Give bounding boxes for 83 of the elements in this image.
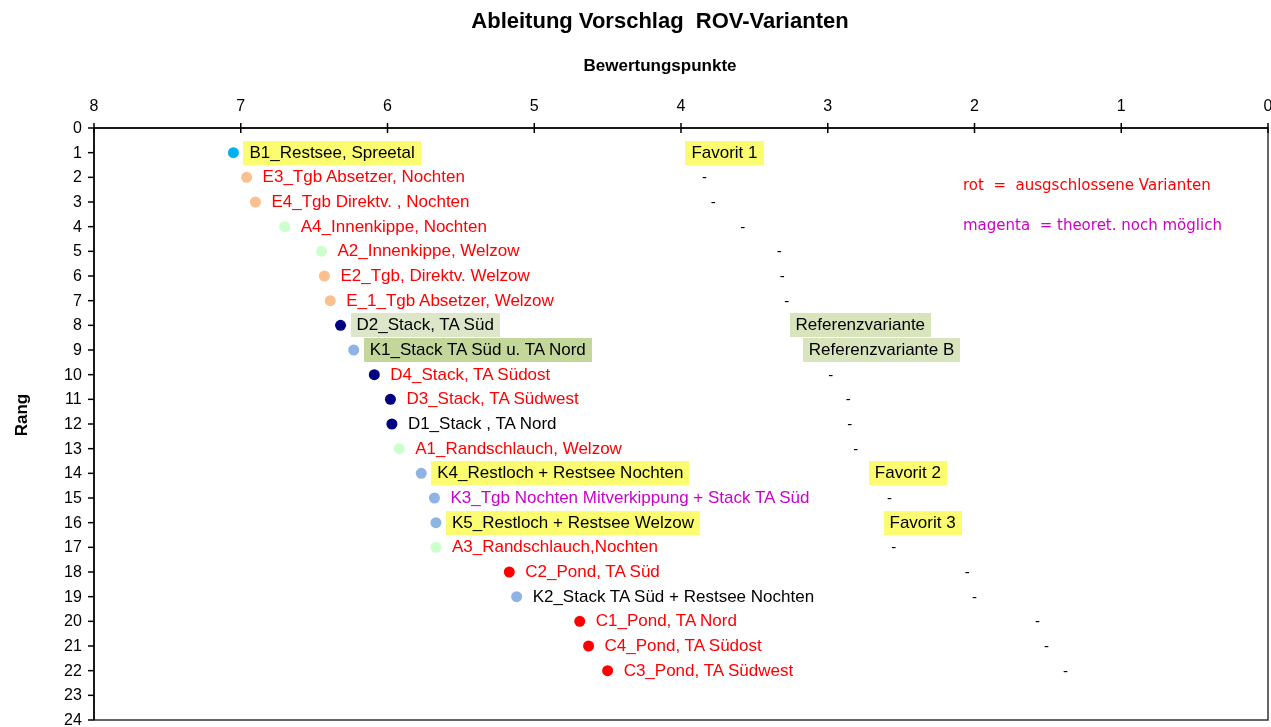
- x-axis-title: Bewertungspunkte: [583, 56, 737, 76]
- point-label: D3_Stack, TA Südwest: [405, 388, 580, 411]
- dash-label: -: [740, 217, 746, 236]
- point-label: D4_Stack, TA Südost: [389, 363, 552, 386]
- tick-label: 11: [65, 390, 82, 409]
- tick-label: 8: [73, 316, 82, 335]
- note-label: Favorit 1: [685, 140, 764, 165]
- point-label: A1_Randschlauch, Welzow: [414, 437, 623, 460]
- note-label: Referenzvariante B: [802, 338, 961, 362]
- tick-label: 22: [64, 661, 82, 680]
- dash-label: -: [1035, 612, 1041, 631]
- point-label: A4_Innenkippe, Nochten: [299, 215, 488, 238]
- tick-label: 12: [64, 415, 82, 433]
- tick-label: 8: [89, 97, 99, 115]
- y-axis-title: Rang: [11, 393, 32, 437]
- tick-label: 4: [676, 97, 686, 115]
- dash-label: -: [1063, 661, 1068, 680]
- chart-title: Ableitung Vorschlag ROV-Varianten: [470, 8, 850, 34]
- tick-label: 15: [64, 489, 82, 507]
- tick-label: 17: [64, 538, 82, 557]
- point-label: K4_Restloch + Restsee Nochten: [431, 461, 690, 486]
- dash-label: -: [710, 193, 716, 211]
- dash-label: -: [964, 563, 970, 581]
- tick-label: 21: [64, 637, 82, 655]
- tick-label: 0: [1263, 97, 1271, 115]
- dash-label: -: [847, 415, 853, 433]
- tick-label: 10: [64, 365, 82, 384]
- point-label: K3_Tgb Nochten Mitverkippung + Stack TA Süd: [449, 487, 811, 509]
- tick-label: 18: [64, 563, 82, 581]
- note-label: Referenzvariante: [789, 313, 932, 338]
- dash-label: -: [886, 489, 892, 507]
- dash-label: -: [1043, 637, 1049, 655]
- tick-label: 2: [970, 97, 979, 115]
- point-label: C1_Pond, TA Nord: [594, 610, 738, 633]
- point-label: K5_Restloch + Restsee Welzow: [445, 510, 700, 535]
- tick-label: 5: [73, 242, 82, 261]
- tick-label: 1: [1116, 97, 1126, 115]
- legend-text: rot = ausgschlossene Varianten: [963, 176, 1211, 194]
- point-label: K2_Stack TA Süd + Restsee Nochten: [531, 585, 816, 608]
- note-label: Favorit 3: [883, 510, 962, 535]
- point-label: C4_Pond, TA Südost: [603, 635, 763, 657]
- tick-label: 3: [73, 193, 82, 211]
- tick-label: 7: [236, 97, 246, 115]
- legend-text: magenta = theoret. noch möglich: [963, 216, 1222, 234]
- tick-label: 16: [64, 513, 82, 532]
- point-label: E_1_Tgb Absetzer, Welzow: [345, 289, 555, 312]
- dash-label: -: [853, 439, 859, 458]
- tick-label: 2: [73, 168, 82, 187]
- tick-label: 6: [383, 97, 392, 115]
- dash-label: -: [845, 390, 851, 409]
- tick-label: 20: [64, 612, 82, 631]
- tick-label: 6: [73, 267, 82, 285]
- tick-label: 3: [823, 97, 833, 115]
- dash-label: -: [784, 291, 790, 310]
- dash-label: -: [779, 267, 785, 285]
- point-label: D2_Stack, TA Süd: [350, 313, 500, 338]
- tick-label: 0: [73, 119, 82, 137]
- tick-label: 5: [529, 97, 539, 115]
- point-label: C3_Pond, TA Südwest: [622, 659, 795, 682]
- point-label: E4_Tgb Direktv. , Nochten: [270, 191, 471, 213]
- tick-label: 23: [64, 686, 82, 705]
- point-label: C2_Pond, TA Süd: [524, 561, 661, 583]
- point-label: K1_Stack TA Süd u. TA Nord: [363, 338, 592, 362]
- point-label: B1_Restsee, Spreetal: [243, 140, 421, 165]
- tick-label: 14: [64, 464, 82, 483]
- tick-label: 24: [64, 711, 82, 727]
- point-label: A3_Randschlauch,Nochten: [450, 536, 659, 559]
- point-label: E2_Tgb, Direktv. Welzow: [339, 265, 531, 287]
- tick-label: 1: [73, 143, 82, 162]
- dash-label: -: [828, 365, 834, 384]
- point-label: E3_Tgb Absetzer, Nochten: [261, 166, 466, 189]
- tick-label: 13: [64, 439, 82, 458]
- dash-label: -: [891, 538, 897, 557]
- tick-label: 9: [73, 341, 82, 359]
- tick-label: 19: [64, 587, 82, 606]
- dash-label: -: [972, 587, 977, 606]
- note-label: Favorit 2: [868, 461, 947, 486]
- dash-label: -: [776, 242, 782, 261]
- point-label: A2_Innenkippe, Welzow: [336, 240, 521, 263]
- tick-label: 4: [73, 217, 82, 236]
- point-label: D1_Stack , TA Nord: [406, 413, 558, 435]
- dash-label: -: [701, 168, 707, 187]
- tick-label: 7: [73, 291, 82, 310]
